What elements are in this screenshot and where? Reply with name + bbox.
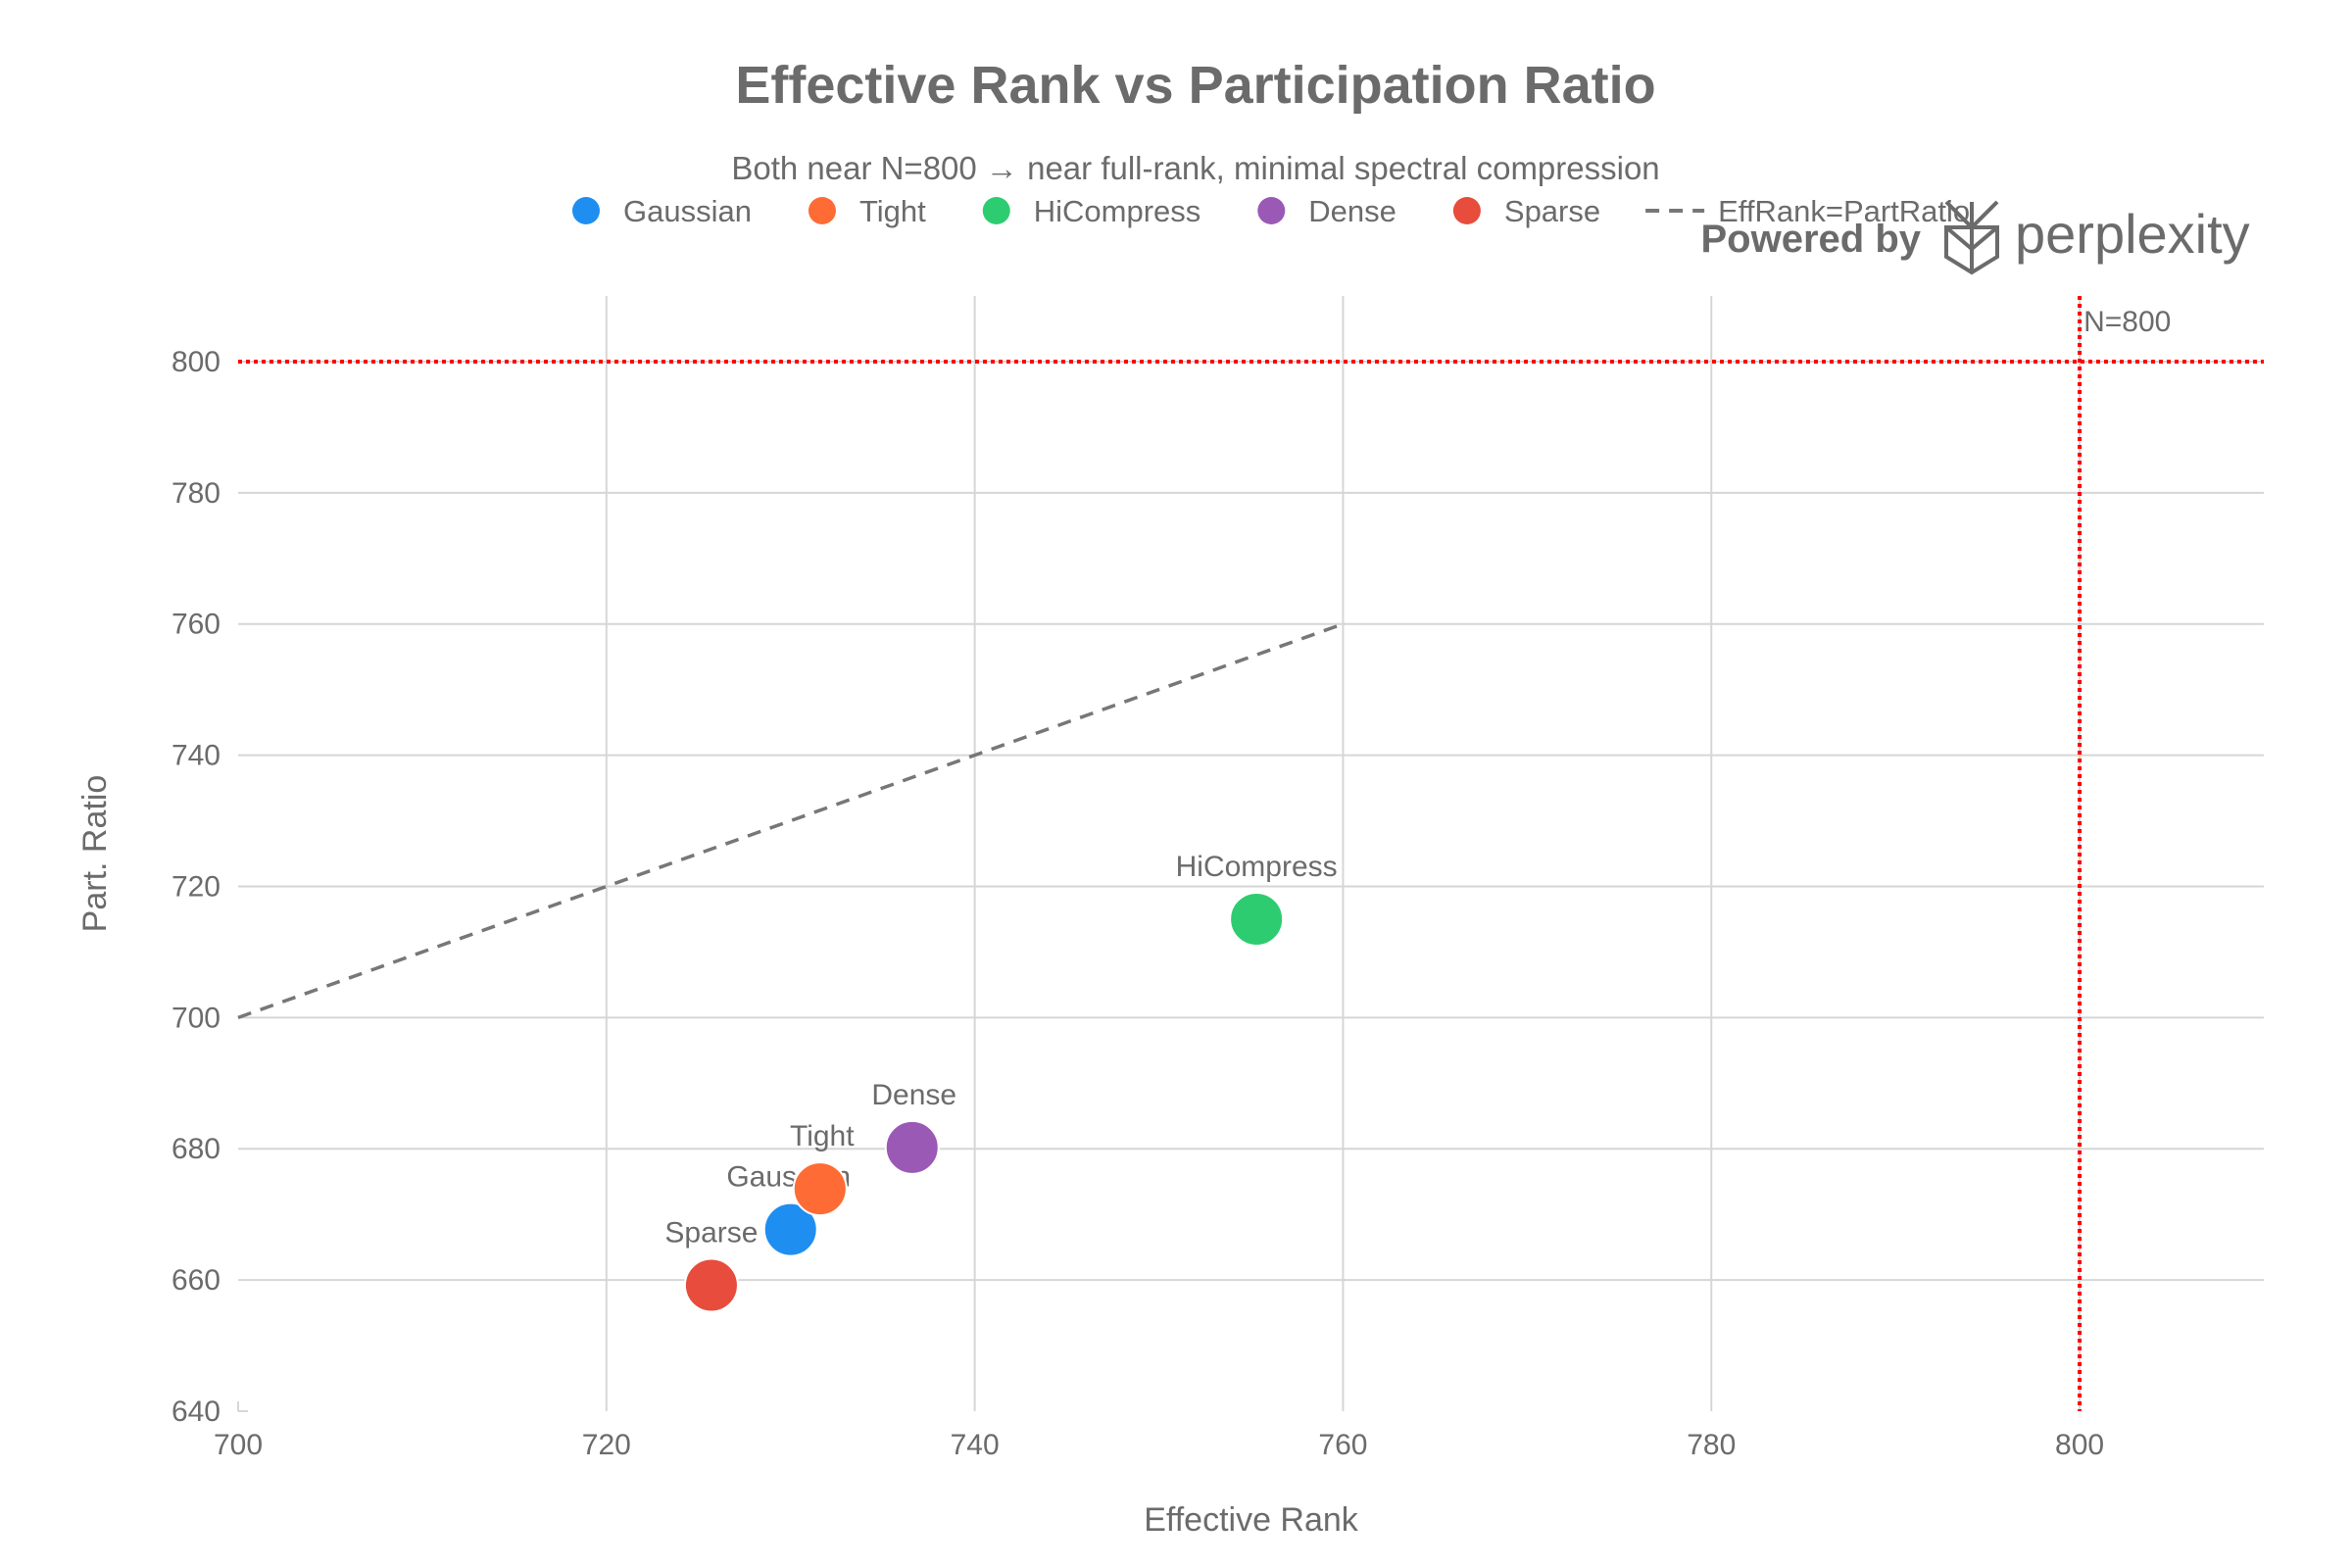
y-tick-label: 640 <box>172 1396 220 1428</box>
perplexity-wordmark: perplexity <box>2015 203 2250 265</box>
chart-subtitle: Both near N=800 → near full-rank, minima… <box>731 150 1659 186</box>
legend-marker <box>1257 197 1286 224</box>
y-tick-label: 760 <box>172 609 220 641</box>
legend-label: EffRank=PartRatio <box>1718 194 1970 228</box>
legend-item-tight[interactable]: Tight <box>808 194 926 228</box>
legend-label: Gaussian <box>623 194 752 228</box>
legend-marker <box>982 197 1010 224</box>
y-tick-label: 800 <box>172 346 220 378</box>
x-axis-title: Effective Rank <box>1144 1501 1359 1539</box>
legend-label: Sparse <box>1504 194 1600 228</box>
legend-label: Tight <box>859 194 926 228</box>
x-tick-label: 760 <box>1318 1429 1367 1461</box>
y-tick-label: 740 <box>172 740 220 772</box>
point-label-tight: Tight <box>790 1120 855 1152</box>
legend-label: Dense <box>1308 194 1396 228</box>
y-tick-label: 700 <box>172 1002 220 1034</box>
y-tick-label: 720 <box>172 870 220 903</box>
chart-title: Effective Rank vs Participation Ratio <box>735 56 1655 115</box>
legend-item-gaussian[interactable]: Gaussian <box>572 194 752 228</box>
data-point-sparse[interactable] <box>683 1257 739 1313</box>
legend-item-sparse[interactable]: Sparse <box>1452 194 1600 228</box>
legend-item-dense[interactable]: Dense <box>1257 194 1396 228</box>
y-tick-label: 780 <box>172 477 220 510</box>
legend: Gaussian Tight HiCompress Dense Sparse EffRan… <box>572 194 1970 228</box>
powered-by-label: Powered by <box>1700 218 1921 261</box>
point-label-hicompress: HiCompress <box>1176 851 1338 883</box>
data-point-tight[interactable] <box>792 1161 848 1217</box>
threshold-annotation: N=800 <box>2083 306 2171 338</box>
y-tick-label: 660 <box>172 1264 220 1297</box>
legend-item-hicompress[interactable]: HiCompress <box>982 194 1201 228</box>
perplexity-branding: Powered by perplexity <box>1700 200 2250 275</box>
x-tick-label: 700 <box>214 1429 263 1461</box>
legend-item-reference-line[interactable]: EffRank=PartRatio <box>1645 194 1970 228</box>
reference-line-effrank-eq-partratio <box>237 622 1345 1020</box>
legend-marker <box>808 197 836 224</box>
point-label-sparse: Sparse <box>664 1216 758 1249</box>
x-tick-label: 780 <box>1687 1429 1736 1461</box>
x-tick-label: 720 <box>582 1429 631 1461</box>
y-axis-title: Part. Ratio <box>76 775 114 933</box>
x-tick-label: 740 <box>951 1429 1000 1461</box>
plot-area: 700 720 740 760 780 800 640 660 680 700 720 740 760 7… <box>76 296 2264 1539</box>
legend-label: HiCompress <box>1034 194 1201 228</box>
legend-marker <box>572 197 600 224</box>
legend-marker <box>1452 197 1481 224</box>
point-label-dense: Dense <box>871 1079 956 1111</box>
data-point-hicompress[interactable] <box>1229 891 1285 947</box>
perplexity-logo-icon <box>1944 200 1999 275</box>
data-point-gaussian[interactable] <box>762 1201 818 1257</box>
y-tick-label: 680 <box>172 1133 220 1165</box>
data-point-dense[interactable] <box>884 1119 940 1175</box>
x-tick-label: 800 <box>2055 1429 2104 1461</box>
